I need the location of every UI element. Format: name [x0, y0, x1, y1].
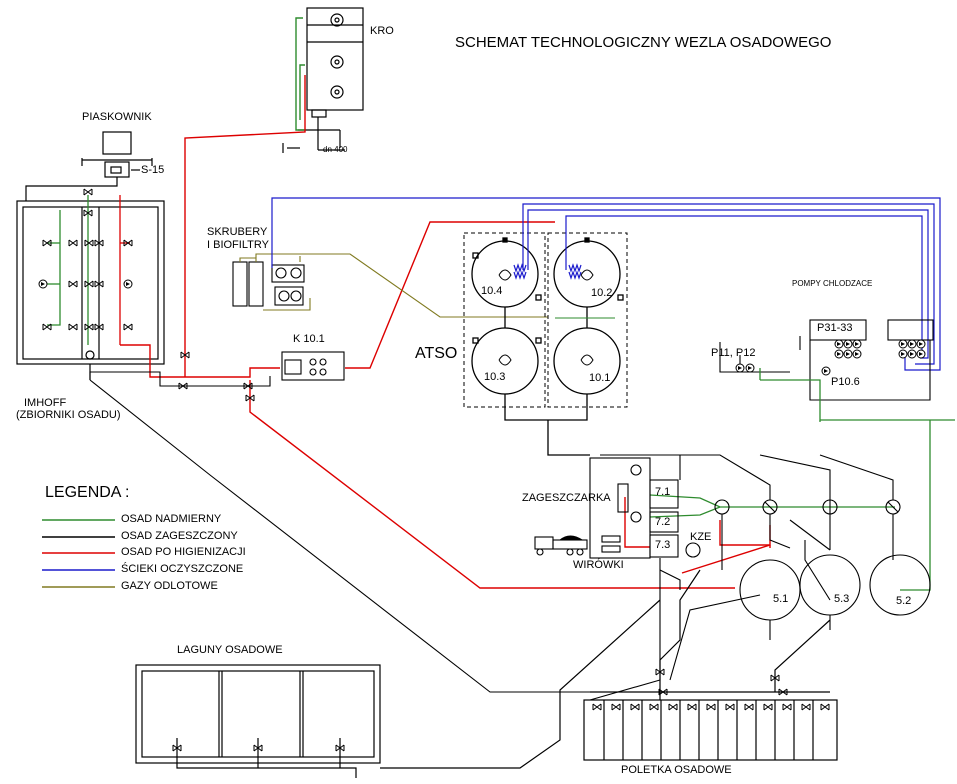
label-tank-5-1: 5.1: [773, 593, 789, 605]
label-s15: S-15: [141, 164, 165, 176]
label-tank-5-3: 5.3: [834, 593, 850, 605]
label-tank-5-2: 5.2: [896, 595, 912, 607]
legend-item-osad-nadmierny: OSAD NADMIERNY: [121, 513, 222, 525]
kro-unit: [282, 7, 364, 153]
label-reactor-10-1: 10.1: [589, 372, 611, 384]
label-reactor-10-2: 10.2: [591, 287, 613, 299]
label-imhoff-2: (ZBIORNIKI OSADU): [16, 409, 121, 421]
legend-title: LEGENDA :: [45, 484, 130, 501]
label-7-1: 7.1: [655, 486, 671, 498]
label-laguny: LAGUNY OSADOWE: [177, 644, 283, 656]
label-p31-33: P31-33: [817, 322, 853, 334]
label-reactor-10-3: 10.3: [484, 371, 506, 383]
label-7-2: 7.2: [655, 516, 671, 528]
legend-item-scieki-oczyszczone: ŚCIEKI OCZYSZCZONE: [121, 563, 244, 575]
label-pompy-chlodzace: POMPY CHLODZACE: [792, 279, 873, 288]
diagram-title: SCHEMAT TECHNOLOGICZNY WEZLA OSADOWEGO: [455, 34, 832, 51]
label-atso: ATSO: [415, 345, 458, 362]
label-p10-6: P10.6: [831, 376, 860, 388]
label-7-3: 7.3: [655, 539, 671, 551]
thickener-centrifuge: [589, 454, 701, 701]
sludge-lagoons: [135, 599, 661, 778]
legend-item-gazy-odlotowe: GAZY ODLOTOWE: [121, 580, 218, 592]
treated-water-lines: [271, 197, 941, 371]
atso-reactors: [463, 232, 628, 456]
label-zageszczarka: ZAGESZCZARKA: [522, 492, 611, 504]
waste-gas-lines: [239, 253, 548, 318]
drying-beds: [583, 569, 838, 761]
pump-station-5x: [600, 454, 931, 681]
label-k10-1: K 10.1: [293, 333, 325, 345]
label-piaskownik: PIASKOWNIK: [82, 111, 152, 123]
label-dn400: dn 400: [323, 145, 348, 154]
label-wirowki: WIRÓWKI: [573, 559, 624, 571]
label-reactor-10-4: 10.4: [481, 285, 503, 297]
imhoff-tanks: [16, 200, 165, 380]
legend-item-osad-po-higienizacji: OSAD PO HIGIENIZACJI: [121, 546, 246, 558]
heat-exchanger-coils: [513, 263, 582, 280]
label-kro: KRO: [370, 25, 394, 37]
truck-icon: [534, 535, 588, 556]
legend-lines: [42, 519, 115, 588]
label-imhoff-1: IMHOFF: [24, 397, 67, 409]
label-kze: KZE: [690, 531, 712, 543]
label-skrubery-1: SKRUBERY: [207, 226, 268, 238]
label-skrubery-2: I BIOFILTRY: [207, 239, 269, 251]
scrubbers-biofilters: [232, 261, 305, 307]
legend-item-osad-zageszczony: OSAD ZAGESZCZONY: [121, 530, 238, 542]
label-poletka: POLETKA OSADOWE: [621, 764, 732, 776]
label-p11-p12: P11, P12: [711, 347, 756, 359]
k10-1-unit: [281, 351, 345, 381]
piaskownik-unit: [25, 131, 153, 201]
